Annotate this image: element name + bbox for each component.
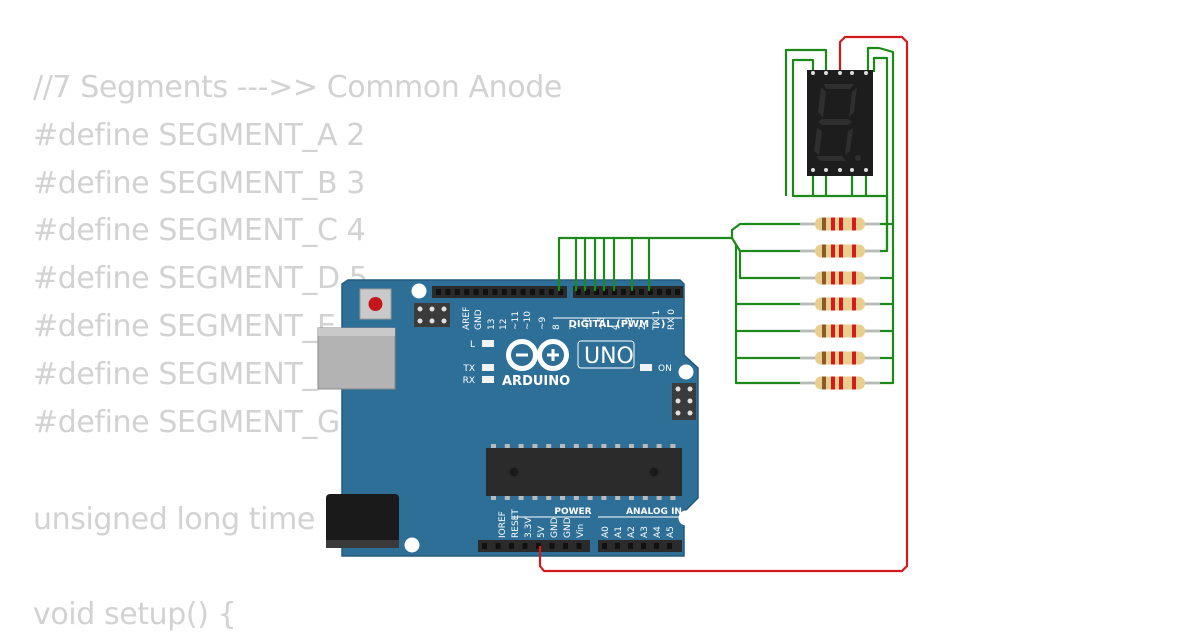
led-rx-label: RX <box>463 376 475 386</box>
pin-label: RX 0 <box>667 309 677 330</box>
code-line: #define SEGMENT_B 3 <box>33 166 365 201</box>
power-pin-label: RESET <box>511 509 521 538</box>
resistor <box>800 297 880 311</box>
seven-segment-display[interactable] <box>807 70 873 176</box>
led-tx-label: TX <box>462 364 475 374</box>
analog-pin-label: A1 <box>614 526 624 538</box>
code-line: void setup() { <box>33 597 237 632</box>
power-pin-label: GND <box>550 517 560 538</box>
resistor <box>800 217 880 231</box>
header-power <box>478 540 590 552</box>
pin-label: 7 <box>569 324 579 330</box>
model-label: UNO <box>584 344 634 369</box>
pin-label: ~9 <box>538 316 548 330</box>
analog-pin-label: A0 <box>601 526 611 538</box>
resistors <box>800 217 880 390</box>
pin-label: AREF <box>462 307 472 330</box>
pin-label: 4 <box>611 324 621 330</box>
usb-connector <box>317 327 396 390</box>
analog-pin-label: A5 <box>666 526 676 538</box>
pin-label: ~6 <box>583 316 593 330</box>
power-pin-label: 3.3V <box>524 517 534 538</box>
pin-label: TX 1 <box>652 310 662 331</box>
on-led-label: ON <box>658 364 672 374</box>
power-wire <box>538 35 909 573</box>
analog-pin-label: A4 <box>653 526 663 538</box>
power-pin-label: Vin <box>576 524 586 538</box>
pin-label: ~11 <box>511 311 521 330</box>
code-line: #define SEGMENT_A 2 <box>33 118 365 153</box>
power-label: POWER <box>554 507 591 517</box>
code-line: //7 Segments --->> Common Anode <box>33 70 562 105</box>
resistor <box>800 376 880 390</box>
resistor <box>800 244 880 258</box>
pin-label: 8 <box>552 324 562 330</box>
analog-pin-label: A2 <box>627 526 637 538</box>
code-line: unsigned long time <box>33 502 315 537</box>
resistor <box>800 271 880 285</box>
wires <box>538 35 909 573</box>
power-jack <box>326 494 399 546</box>
analog-pin-label: A3 <box>640 526 650 538</box>
pin-label: ~3 <box>625 317 635 330</box>
pin-label: ~5 <box>597 317 607 330</box>
power-pin-label: 5V <box>537 525 547 538</box>
pin-label: GND <box>474 309 484 330</box>
power-pin-label: IOREF <box>498 511 508 538</box>
signal-wires <box>557 46 895 385</box>
code-background: //7 Segments --->> Common Anode #define … <box>33 0 1193 632</box>
pin-label: 12 <box>499 319 509 330</box>
power-pin-label: GND <box>563 517 573 538</box>
resistor <box>800 351 880 365</box>
code-line: #define SEGMENT_D 5 <box>33 261 368 296</box>
digital-header-label: DIGITAL (PWM ~) <box>569 319 666 330</box>
led-l-label: L <box>470 340 475 350</box>
analog-label: ANALOG IN <box>626 507 682 517</box>
microcontroller-chip <box>486 448 682 496</box>
pin-label: ~10 <box>523 311 533 330</box>
pin-label: 13 <box>487 319 497 330</box>
pin-label: 2 <box>638 324 648 330</box>
header-upper <box>432 286 567 298</box>
header-digital <box>573 286 683 298</box>
display-segments <box>814 84 861 161</box>
brand-label: ARDUINO <box>502 374 570 389</box>
code-line: #define SEGMENT_E 6 <box>33 309 364 344</box>
code-line: #define SEGMENT_C 4 <box>33 213 366 248</box>
resistor <box>800 324 880 338</box>
arduino-logo <box>506 339 569 371</box>
